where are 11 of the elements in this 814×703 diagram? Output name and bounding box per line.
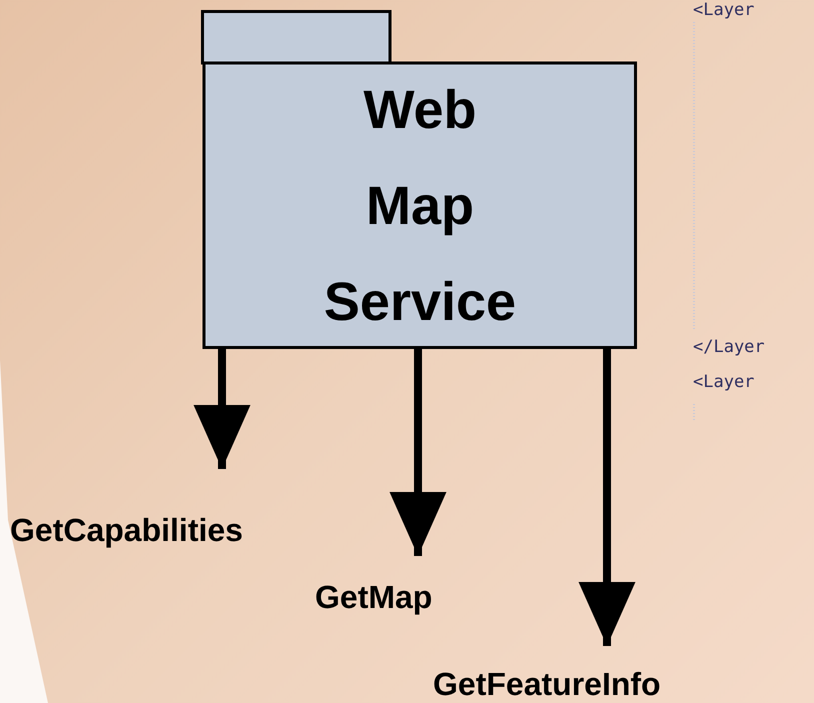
- request-label: GetCapabilities: [10, 469, 360, 549]
- arrow: [390, 349, 446, 556]
- arrow: [578, 349, 636, 646]
- package-box: [201, 10, 637, 349]
- package-title: Web Map Service: [322, 79, 518, 334]
- code-text: <Layer: [693, 372, 754, 392]
- code-text: <Layer: [693, 0, 754, 20]
- request-label: GetFeatureInfo: [433, 646, 778, 703]
- request-label: GetMap: [315, 556, 495, 616]
- code-text: </Layer: [693, 337, 765, 357]
- arrow: [194, 349, 250, 469]
